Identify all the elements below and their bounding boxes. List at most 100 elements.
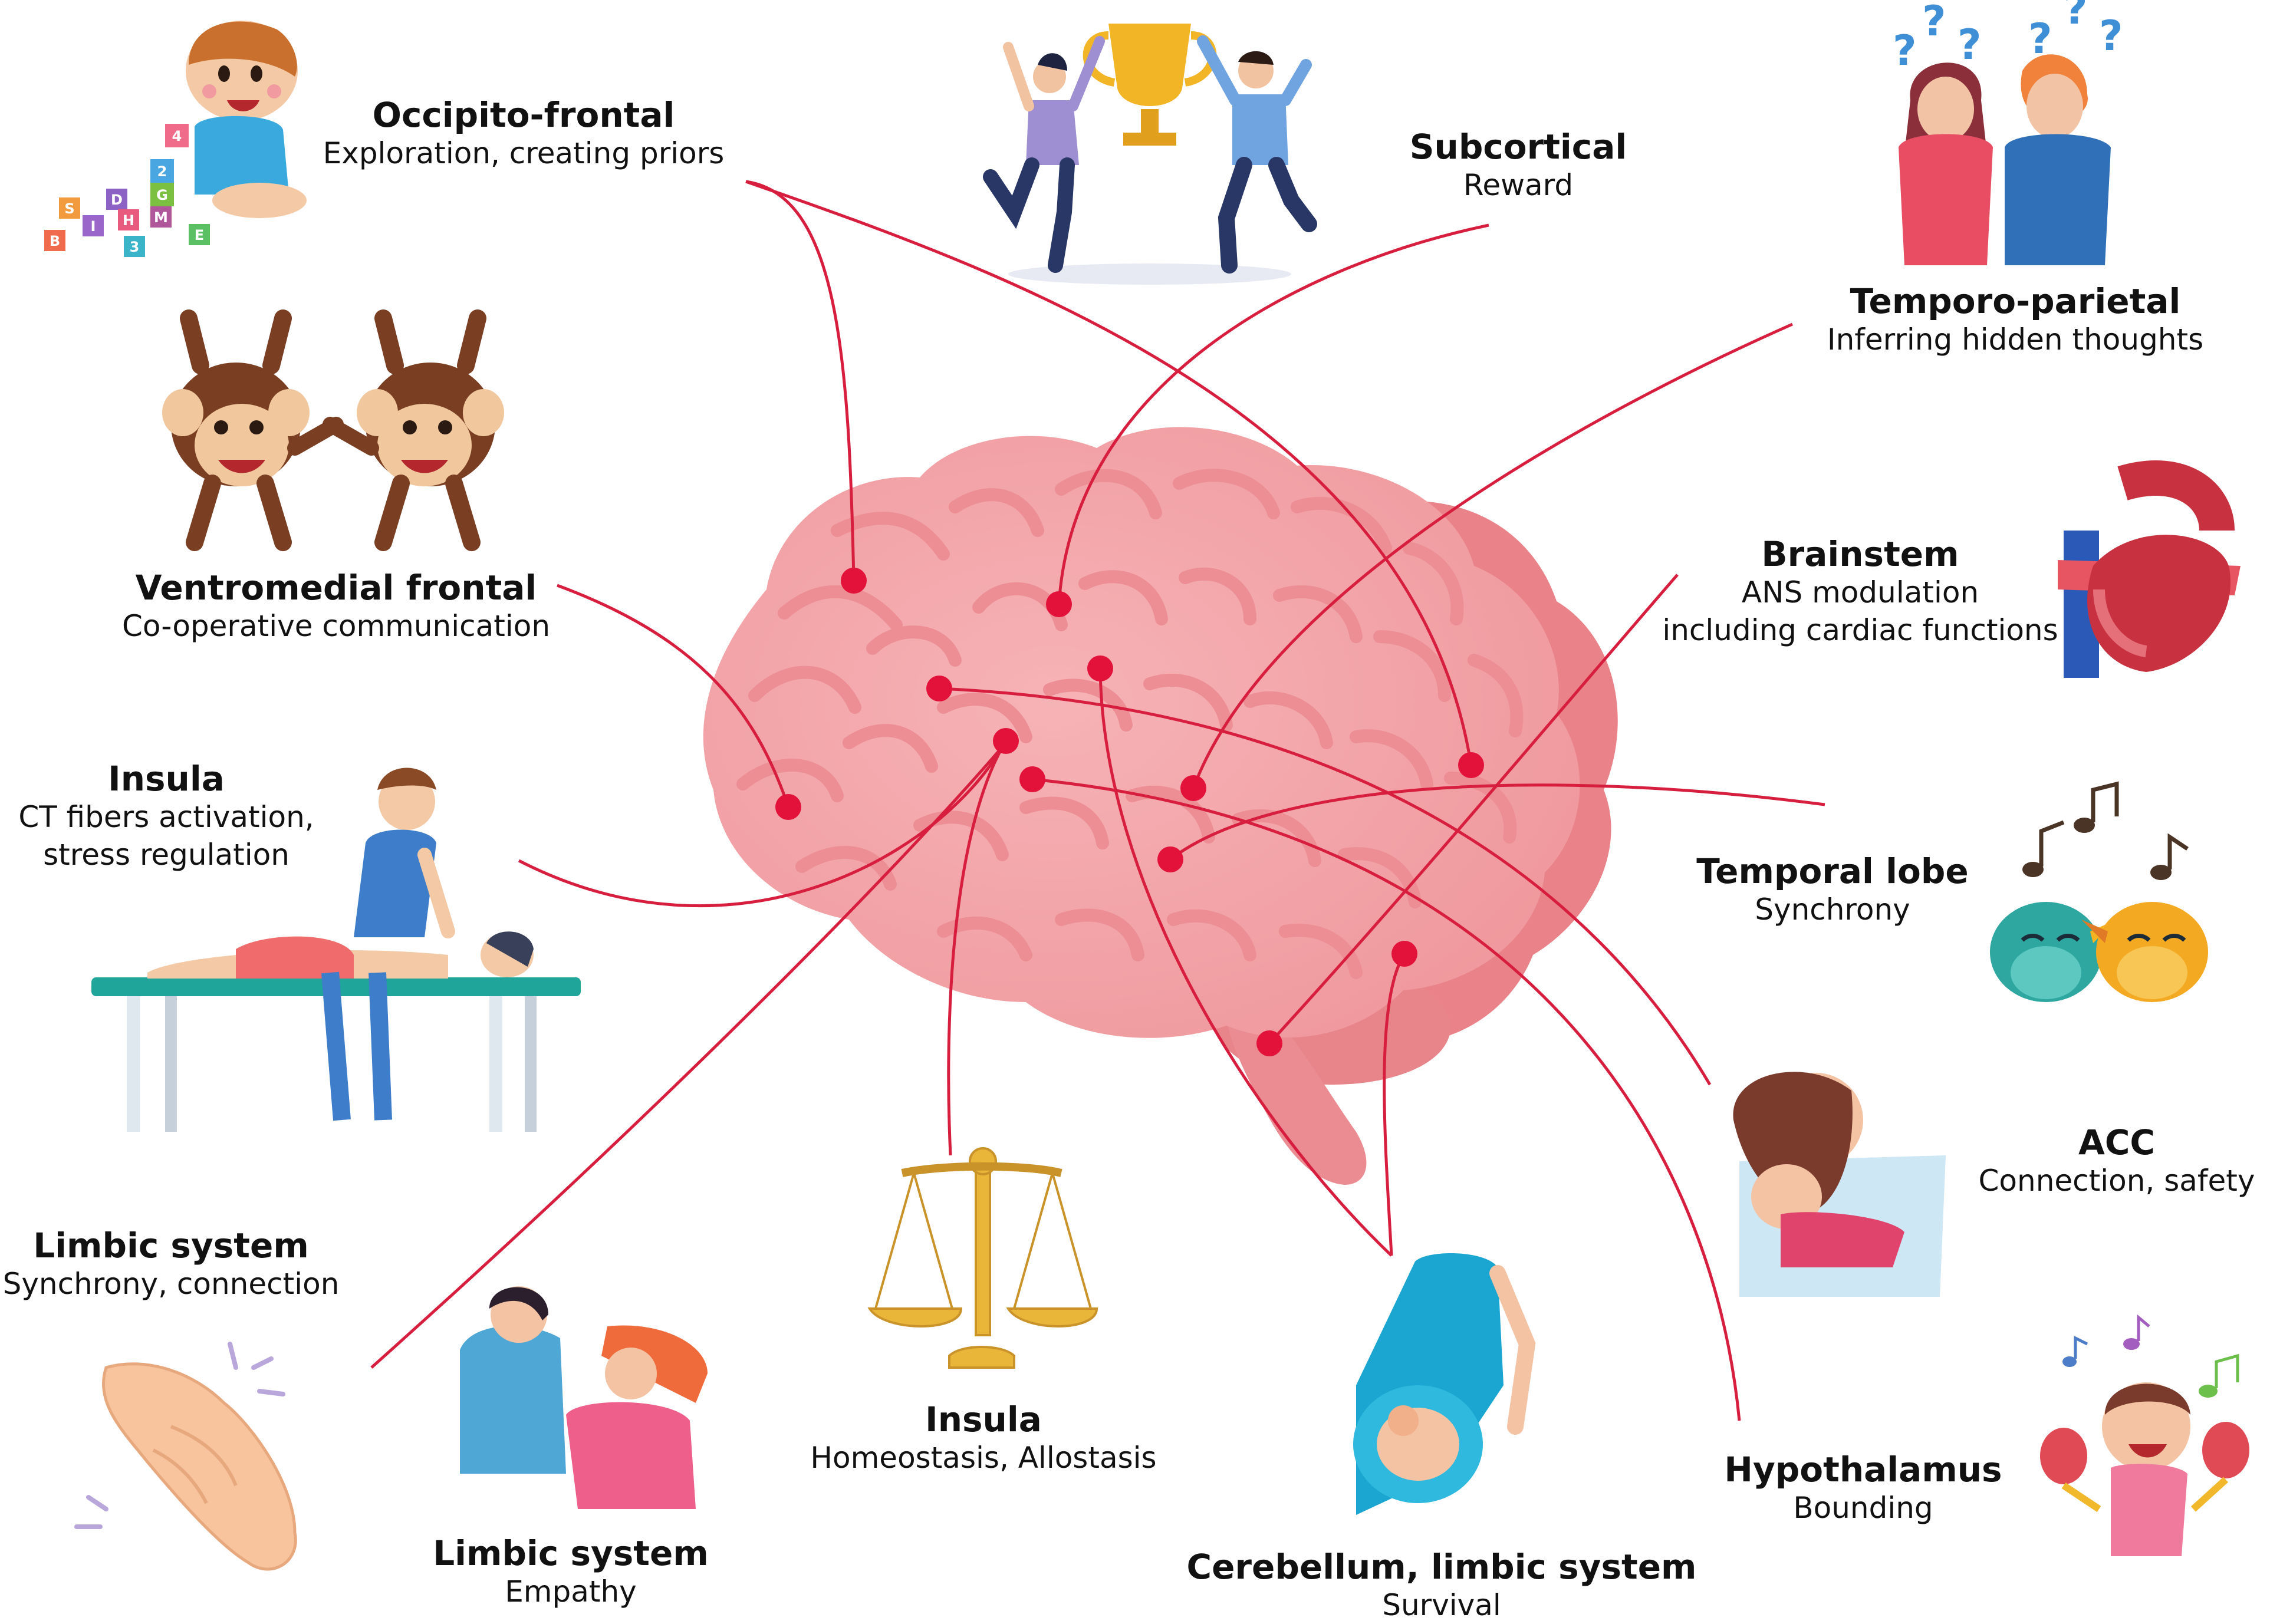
svg-text:M: M <box>154 209 168 226</box>
label-desc: Inferring hidden thoughts <box>1827 322 2204 357</box>
connector-occipito-frontal-2 <box>745 180 1473 766</box>
label-temporo-parietal: Temporo-parietal Inferring hidden though… <box>1827 282 2203 358</box>
label-limbic-synchrony: Limbic system Synchrony, connection <box>3 1226 340 1303</box>
dot-cerebellum-origin <box>1087 655 1113 681</box>
balance-scale-illustration <box>867 1147 1098 1369</box>
connector-subcortical <box>1057 223 1489 605</box>
dot-temporal-lobe <box>1157 846 1183 872</box>
label-ventromedial-frontal: Ventromedial frontal Co-operative commun… <box>122 568 550 645</box>
label-title: Limbic system <box>33 1226 309 1266</box>
connector-acc <box>939 687 1712 1086</box>
connector-cerebellum-2 <box>1383 953 1406 1256</box>
connector-insula-bottom <box>947 740 1008 1156</box>
connector-temporal-lobe <box>1169 783 1825 861</box>
monkey-right <box>323 309 504 551</box>
svg-text:?: ? <box>1893 27 1917 75</box>
label-title: Hypothalamus <box>1724 1450 2002 1490</box>
svg-text:D: D <box>111 192 123 208</box>
label-title: Occipito-frontal <box>372 95 675 135</box>
svg-text:S: S <box>64 200 74 217</box>
label-title: Temporo-parietal <box>1850 281 2181 321</box>
label-desc: Connection, safety <box>1978 1164 2255 1198</box>
dot-occipito-frontal <box>841 568 867 594</box>
svg-text:H: H <box>123 212 134 229</box>
svg-text:?: ? <box>2064 0 2088 34</box>
label-insula-left: Insula CT fibers activation, stress regu… <box>18 759 314 874</box>
label-desc: Empathy <box>505 1574 637 1609</box>
label-title: Insula <box>925 1399 1042 1439</box>
holding-hands-illustration <box>74 1342 297 1571</box>
massage-illustration <box>91 767 581 1132</box>
connector-hypothalamus <box>1032 778 1741 1421</box>
dot-acc-origin <box>926 676 952 701</box>
label-desc: Survival <box>1382 1588 1501 1622</box>
connector-cerebellum <box>1098 668 1393 1257</box>
confused-couple-illustration: ??? ??? <box>1893 0 2123 265</box>
label-title: Cerebellum, limbic system <box>1186 1547 1697 1587</box>
label-title: Limbic system <box>433 1533 709 1573</box>
dot-ventromedial <box>775 794 801 820</box>
label-title: Brainstem <box>1761 534 1959 574</box>
connector-insula-left <box>518 740 1008 907</box>
label-acc: ACC Connection, safety <box>1979 1123 2255 1200</box>
svg-text:2: 2 <box>157 163 167 180</box>
dot-subcortical <box>1046 591 1072 617</box>
label-desc: Exploration, creating priors <box>323 136 725 170</box>
pregnant-illustration <box>1353 1253 1536 1515</box>
connector-lines <box>370 180 1825 1421</box>
svg-text:?: ? <box>1922 0 1946 45</box>
monkey-left <box>162 309 344 551</box>
svg-text:4: 4 <box>172 128 182 144</box>
music-notes <box>2022 781 2189 880</box>
connector-occipito-frontal <box>745 180 856 581</box>
label-desc-2: stress regulation <box>43 838 289 872</box>
connector-brainstem <box>1268 574 1679 1045</box>
dot-cerebellum <box>1391 941 1417 967</box>
svg-text:G: G <box>156 187 168 203</box>
label-desc: Synchrony <box>1755 892 1910 927</box>
trophy-couple-illustration <box>983 24 1317 285</box>
alphabet-blocks: 4 2 G S D H M E B I 3 <box>44 124 210 257</box>
baby-maracas-illustration <box>2040 1314 2249 1556</box>
connector-ventromedial <box>557 584 790 808</box>
empathy-illustration <box>460 1286 708 1509</box>
label-hypothalamus: Hypothalamus Bounding <box>1724 1450 2002 1527</box>
label-temporal-lobe: Temporal lobe Synchrony <box>1696 852 1968 928</box>
label-desc: ANS modulation <box>1741 575 1979 610</box>
baby-blocks-illustration: 4 2 G S D H M E B I 3 <box>44 21 307 257</box>
dot-occipito-back <box>1458 752 1484 778</box>
svg-text:B: B <box>50 233 60 249</box>
label-title: Temporal lobe <box>1696 851 1969 891</box>
label-desc: Co-operative communication <box>121 609 551 643</box>
connector-limbic-synchrony <box>370 741 1008 1369</box>
dot-hypothalamus <box>1019 766 1045 792</box>
label-insula-bottom: Insula Homeostasis, Allostasis <box>810 1400 1156 1477</box>
dot-temporo-parietal <box>1180 775 1206 801</box>
label-desc: CT fibers activation, <box>18 800 314 834</box>
label-desc: Homeostasis, Allostasis <box>810 1441 1157 1475</box>
svg-text:I: I <box>91 218 96 235</box>
label-desc: Reward <box>1463 168 1574 202</box>
connector-temporo-parietal <box>1192 322 1794 789</box>
label-title: Ventromedial frontal <box>135 568 537 608</box>
monkeys-illustration <box>162 309 504 551</box>
label-desc-2: including cardiac functions <box>1662 613 2058 647</box>
label-title: Insula <box>108 759 225 799</box>
label-limbic-empathy: Limbic system Empathy <box>433 1534 709 1610</box>
label-occipito-frontal: Occipito-frontal Exploration, creating p… <box>323 95 725 172</box>
label-subcortical: Subcortical Reward <box>1410 127 1627 204</box>
svg-text:3: 3 <box>130 239 140 255</box>
mother-baby-illustration <box>1733 1072 1946 1297</box>
label-brainstem: Brainstem ANS modulation including cardi… <box>1662 535 2058 649</box>
svg-text:?: ? <box>2099 12 2123 60</box>
dot-insula <box>993 728 1019 754</box>
label-cerebellum: Cerebellum, limbic system Survival <box>1187 1547 1697 1624</box>
dot-brainstem <box>1256 1030 1282 1056</box>
label-title: Subcortical <box>1409 127 1627 167</box>
singing-birds-illustration <box>1990 781 2208 1002</box>
label-title: ACC <box>2078 1122 2156 1162</box>
label-desc: Bounding <box>1793 1491 1933 1525</box>
brain-region-dots <box>775 568 1484 1056</box>
